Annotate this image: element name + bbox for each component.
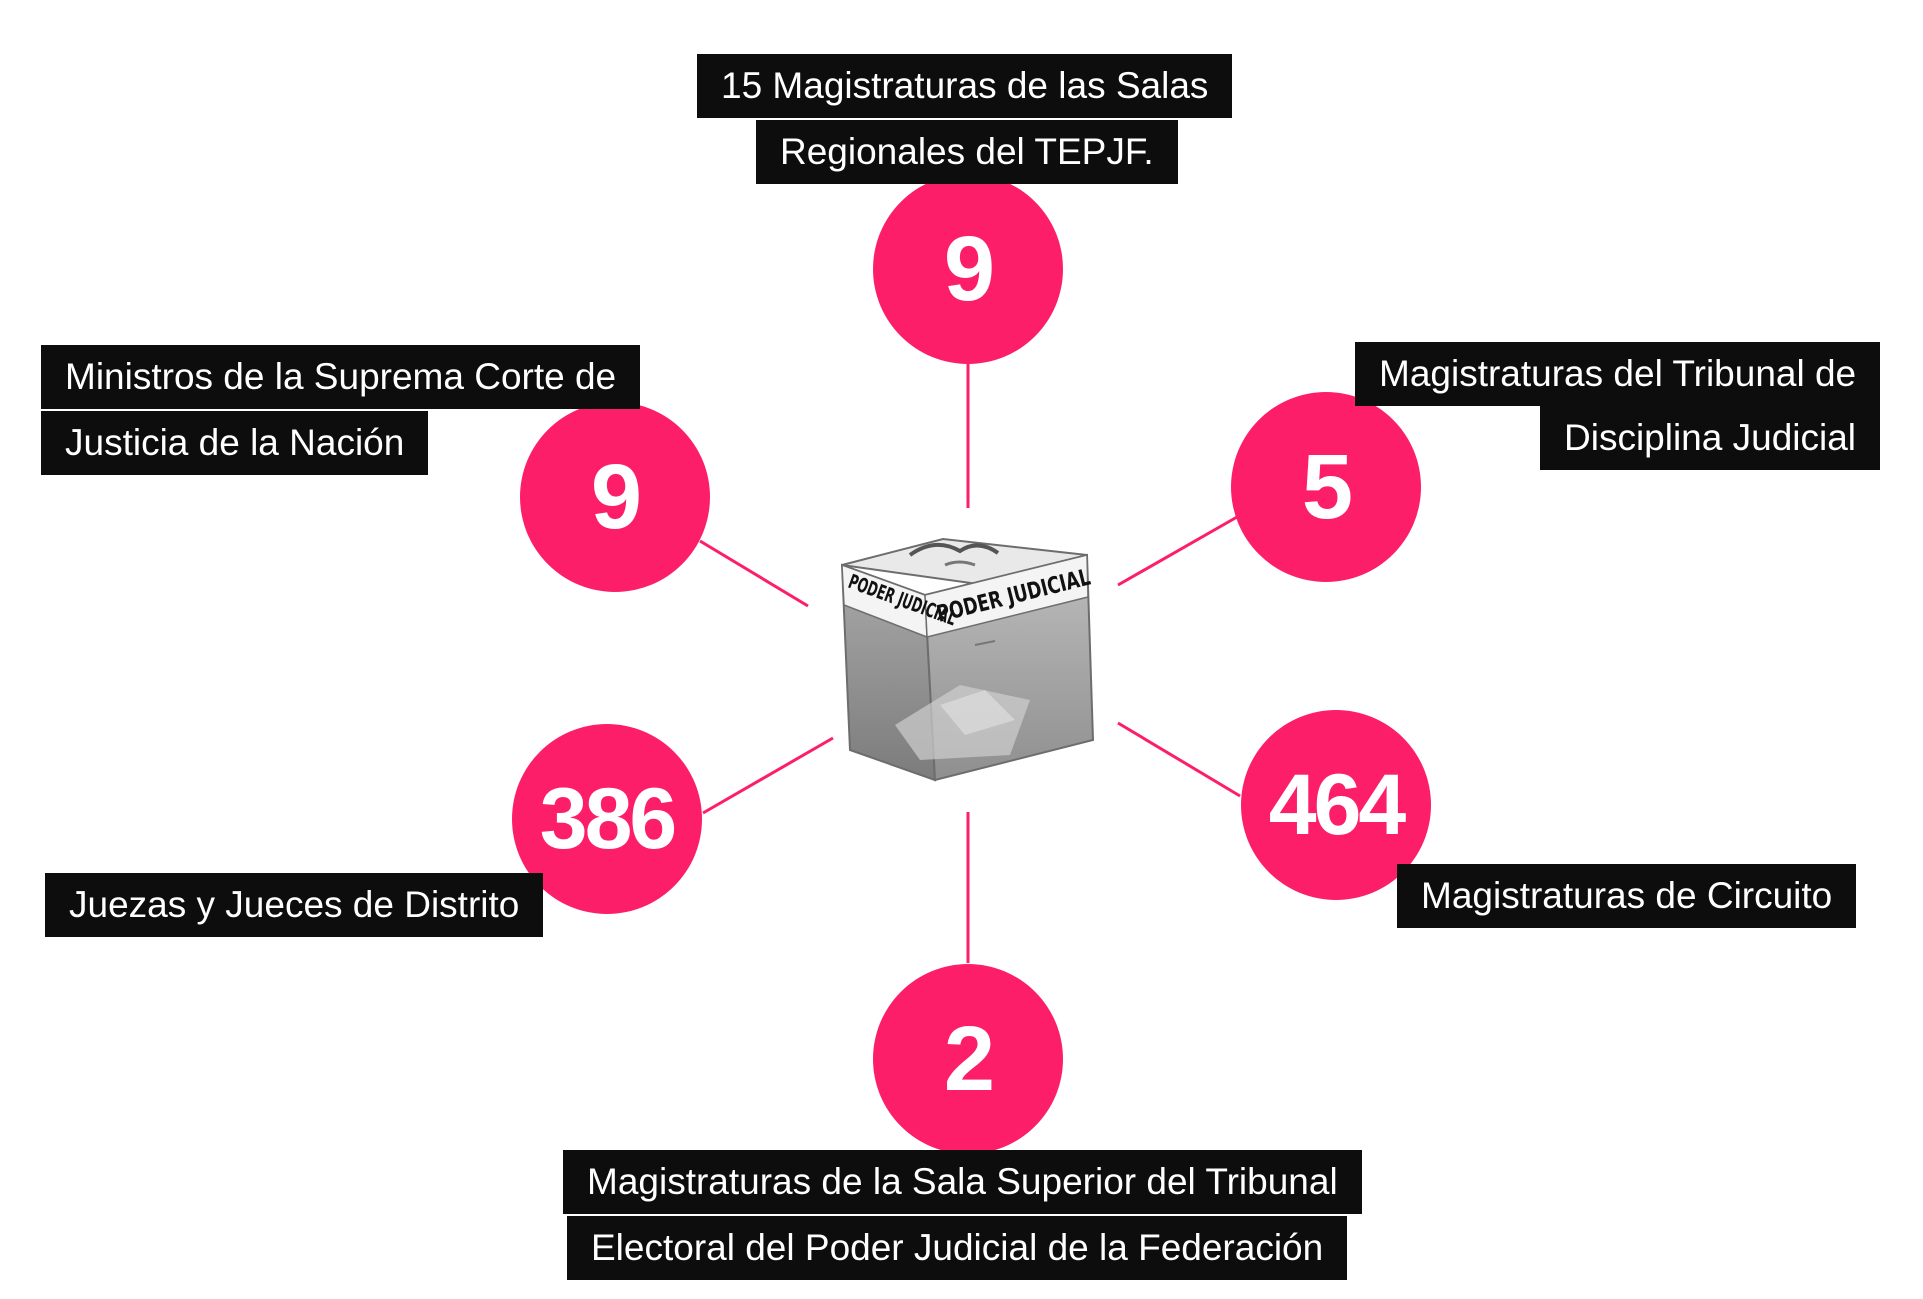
count-circle-upper-right: 5 <box>1231 392 1421 582</box>
label-top-line2: Regionales del TEPJF. <box>756 120 1178 184</box>
count-circle-top: 9 <box>873 174 1063 364</box>
connector-lower-right <box>1117 721 1241 798</box>
ballot-box-icon: PODER JUDICIAL PODER JUDICIAL <box>840 537 1095 782</box>
count-circle-bottom: 2 <box>873 964 1063 1154</box>
label-lower-right: Magistraturas de Circuito <box>1397 864 1857 928</box>
connector-upper-left <box>699 539 809 608</box>
label-upper-right-line2: Disciplina Judicial <box>1540 406 1881 470</box>
connector-lower-left <box>702 736 834 815</box>
connector-upper-right <box>1117 515 1238 587</box>
label-top-line1: 15 Magistraturas de las Salas <box>697 54 1233 118</box>
label-lower-left: Juezas y Jueces de Distrito <box>45 873 544 937</box>
label-upper-left-line2: Justicia de la Nación <box>41 411 429 475</box>
label-upper-right-line1: Magistraturas del Tribunal de <box>1355 342 1881 406</box>
count-circle-upper-left: 9 <box>520 402 710 592</box>
label-bottom-line2: Electoral del Poder Judicial de la Feder… <box>567 1216 1348 1280</box>
label-upper-left-line1: Ministros de la Suprema Corte de <box>41 345 641 409</box>
label-bottom-line1: Magistraturas de la Sala Superior del Tr… <box>563 1150 1362 1214</box>
count-circle-lower-left: 386 <box>512 724 702 914</box>
